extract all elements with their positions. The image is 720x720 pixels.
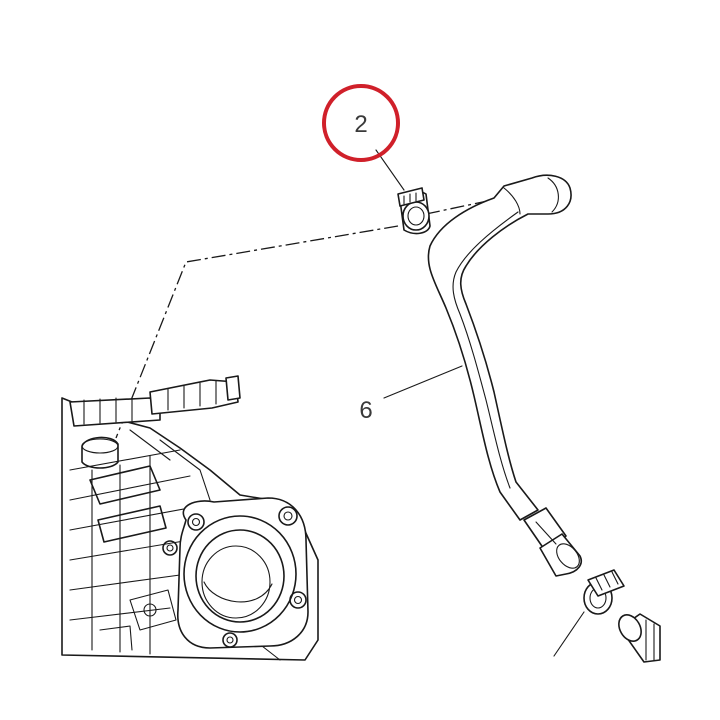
callout-2-label: 2: [354, 111, 367, 138]
hose-part-6: [427, 174, 582, 577]
hose-clamp-part-2: [397, 187, 431, 235]
callout-6[interactable]: 6: [359, 397, 372, 424]
callout-2[interactable]: 2: [322, 84, 400, 162]
engine-throttle-body: [61, 375, 319, 661]
highlight-ring: [322, 84, 400, 162]
callout-6-label: 6: [359, 397, 372, 424]
hose-clamp-lower: [583, 569, 625, 615]
pipe-fitting-lower-right: [618, 613, 661, 663]
